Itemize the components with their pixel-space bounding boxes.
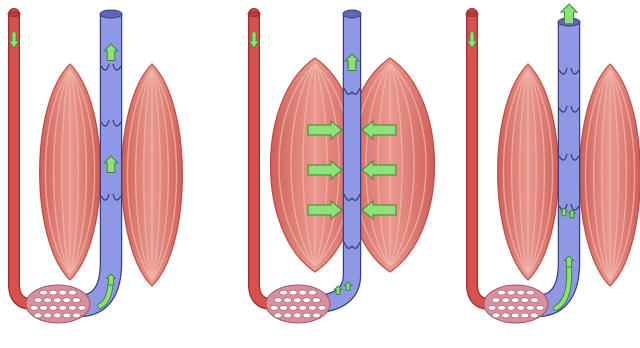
capillary-pore — [318, 305, 326, 310]
capillary-pore — [526, 305, 534, 310]
capillary-pore — [502, 313, 510, 318]
capillary-pore — [289, 305, 297, 310]
vein-opening — [100, 10, 122, 18]
capillary-pore — [284, 313, 292, 318]
panel-2 — [248, 10, 435, 323]
capillary-bed — [26, 285, 90, 323]
capillary-pore — [312, 298, 320, 303]
capillary-pore — [299, 290, 307, 295]
capillary-pore — [40, 305, 48, 310]
capillary-pore — [284, 298, 292, 303]
capillary-pore — [303, 298, 311, 303]
capillary-pore — [488, 305, 496, 310]
capillary-pore — [72, 313, 80, 318]
capillary-pore — [274, 298, 282, 303]
capillary-pore — [507, 290, 515, 295]
capillary-pore — [502, 298, 510, 303]
capillary-pore — [498, 305, 506, 310]
artery-body — [14, 14, 32, 304]
capillary-pore — [511, 298, 519, 303]
capillary-pore — [34, 313, 42, 318]
capillary-pore — [521, 313, 529, 318]
panel-3 — [466, 4, 640, 323]
capillary-pore — [507, 305, 515, 310]
artery — [248, 12, 272, 305]
capillary-pore — [308, 305, 316, 310]
capillary-pore — [274, 313, 282, 318]
capillary-pore — [280, 290, 288, 295]
capillary-pore — [293, 298, 301, 303]
capillary-pore — [63, 298, 71, 303]
capillary-pore — [530, 298, 538, 303]
capillary-pore — [303, 313, 311, 318]
capillary-pore — [40, 290, 48, 295]
muscle-right — [580, 64, 640, 286]
capillary-pore — [72, 298, 80, 303]
capillary-bed — [484, 285, 548, 323]
capillary-pore — [293, 313, 301, 318]
capillary-pore — [299, 305, 307, 310]
capillary-pore — [59, 305, 67, 310]
capillary-pore — [536, 305, 544, 310]
artery — [8, 12, 32, 305]
capillary-pore — [308, 290, 316, 295]
capillary-pore — [34, 298, 42, 303]
artery-opening — [8, 12, 20, 17]
capillary-pore — [521, 298, 529, 303]
capillary-pore — [517, 290, 525, 295]
capillary-pore — [511, 313, 519, 318]
artery — [466, 12, 490, 305]
artery-opening — [248, 12, 260, 17]
capillary-pore — [526, 290, 534, 295]
capillary-pore — [270, 305, 278, 310]
vein-opening — [343, 10, 361, 18]
capillary-pore — [53, 298, 61, 303]
capillary-pore — [312, 313, 320, 318]
capillary-pore — [44, 313, 52, 318]
capillary-pore — [68, 290, 76, 295]
capillary-pore — [498, 290, 506, 295]
artery-body — [472, 14, 490, 304]
capillary-pore — [492, 298, 500, 303]
capillary-pore — [289, 290, 297, 295]
artery-body — [254, 14, 272, 304]
muscle-left — [498, 64, 559, 280]
capillary-pore — [280, 305, 288, 310]
muscle-right — [122, 64, 183, 286]
capillary-pore — [49, 290, 57, 295]
capillary-pore — [53, 313, 61, 318]
capillary-pore — [492, 313, 500, 318]
capillary-pore — [68, 305, 76, 310]
capillary-pore — [59, 290, 67, 295]
capillary-bed — [266, 285, 330, 323]
panel-1 — [8, 10, 182, 323]
capillary-pore — [30, 305, 38, 310]
artery-opening — [466, 12, 478, 17]
capillary-pore — [49, 305, 57, 310]
muscle-left — [40, 64, 101, 280]
capillary-pore — [517, 305, 525, 310]
capillary-pore — [44, 298, 52, 303]
capillary-pore — [78, 305, 86, 310]
capillary-pore — [530, 313, 538, 318]
capillary-pore — [63, 313, 71, 318]
